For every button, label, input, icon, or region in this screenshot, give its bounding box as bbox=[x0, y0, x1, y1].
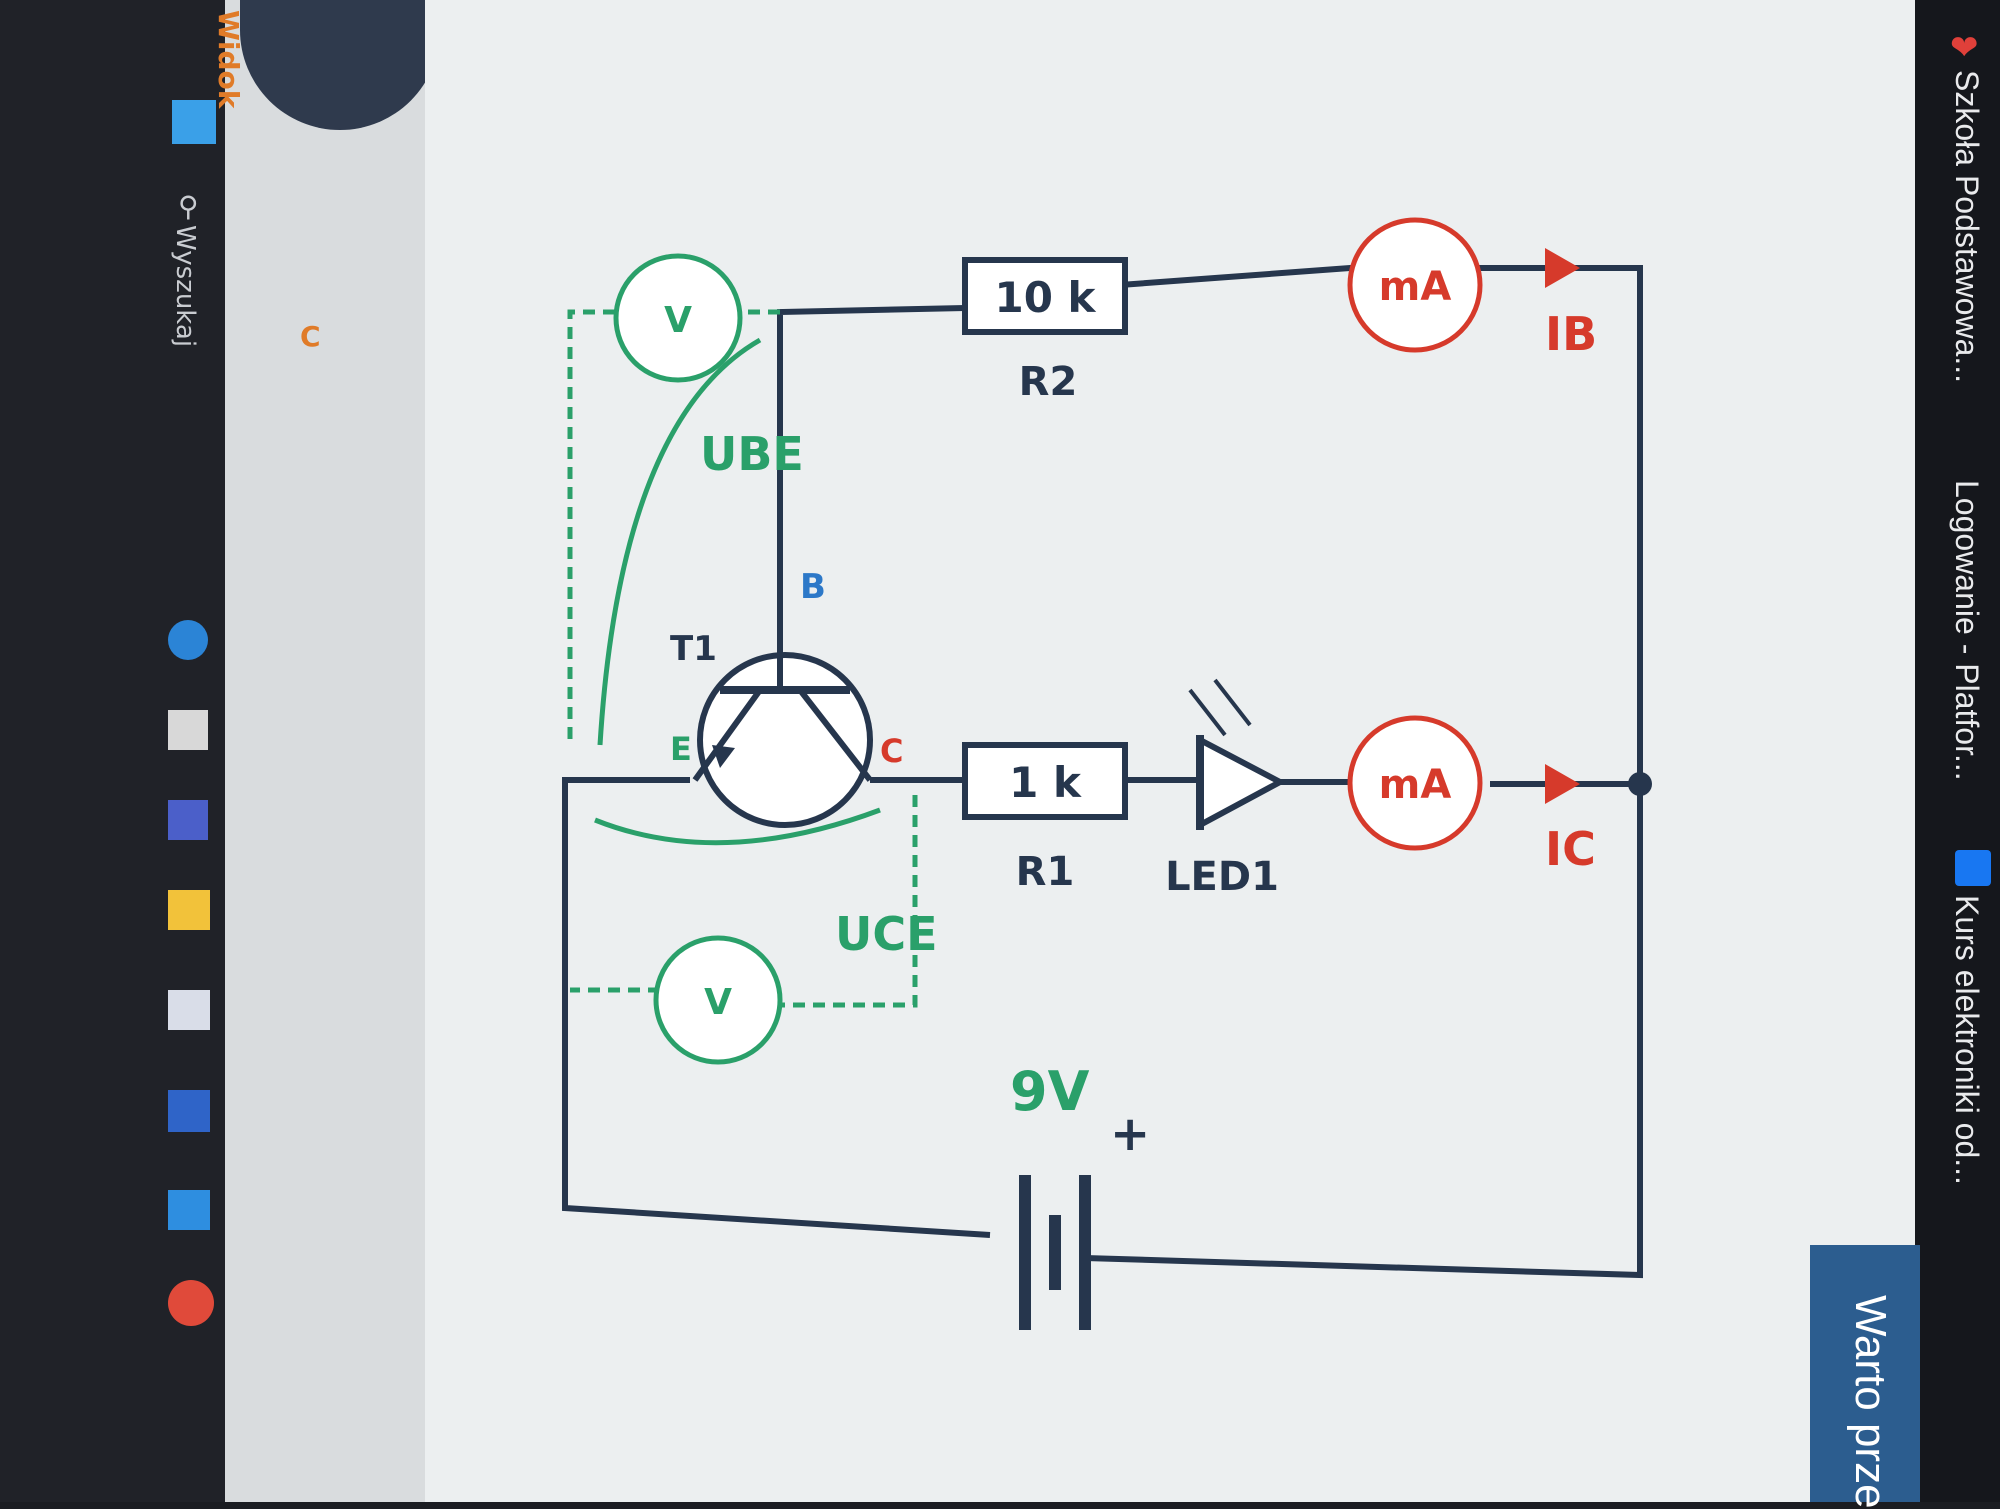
uce-label: UCE bbox=[835, 907, 938, 961]
ube-label: UBE bbox=[700, 427, 804, 481]
teams-icon[interactable] bbox=[168, 800, 208, 840]
battery-symbol bbox=[1019, 1175, 1091, 1330]
pin-e-label: E bbox=[670, 730, 692, 768]
pin-c-label: C bbox=[880, 732, 903, 770]
edge-icon[interactable] bbox=[168, 620, 208, 660]
ube-arrow bbox=[597, 337, 762, 746]
r1-resistor bbox=[962, 742, 1128, 820]
uce-arrow bbox=[594, 807, 881, 846]
ib-label: IB bbox=[1545, 307, 1597, 361]
voltmeter-ce bbox=[653, 935, 783, 1065]
search-icon[interactable]: ⚲ bbox=[178, 190, 199, 223]
ic-arrow-icon bbox=[1545, 764, 1580, 804]
r1-name: R1 bbox=[1016, 849, 1075, 895]
voltmeter-be-label: V bbox=[664, 300, 692, 341]
r1-value: 1 k bbox=[1009, 758, 1082, 807]
side-panel bbox=[225, 0, 425, 1502]
bookmarks-bar bbox=[1915, 0, 2000, 1502]
transistor-name: T1 bbox=[670, 629, 717, 669]
wire-emitter bbox=[562, 777, 991, 1238]
windows-start-icon[interactable] bbox=[172, 100, 216, 144]
r2-resistor bbox=[962, 257, 1128, 335]
ic-label: IC bbox=[1545, 822, 1596, 876]
taskbar bbox=[0, 0, 225, 1502]
pin-b-label: B bbox=[800, 567, 826, 607]
l-app-icon[interactable] bbox=[168, 1090, 210, 1132]
mail-icon[interactable] bbox=[168, 1190, 210, 1230]
r2-name: R2 bbox=[1019, 359, 1078, 405]
side-panel-letter: C bbox=[300, 320, 321, 353]
folder-icon[interactable] bbox=[168, 890, 210, 930]
ammeter-base bbox=[1347, 217, 1483, 353]
warto-button[interactable] bbox=[1810, 1245, 1920, 1502]
led-symbol bbox=[1188, 678, 1287, 831]
battery-voltage: 9V bbox=[1010, 1060, 1090, 1123]
r2-value: 10 k bbox=[994, 273, 1096, 322]
ammeter-collector-label: mA bbox=[1379, 762, 1452, 808]
ib-arrow-icon bbox=[1545, 248, 1580, 288]
chrome-icon[interactable] bbox=[168, 1280, 214, 1326]
facebook-icon[interactable] bbox=[1955, 850, 1991, 886]
ammeter-collector bbox=[1347, 715, 1483, 851]
battery-plus: + bbox=[1110, 1106, 1150, 1162]
ammeter-base-label: mA bbox=[1379, 264, 1452, 310]
junction-dot bbox=[1628, 772, 1652, 796]
bookmark-heart-icon[interactable]: ❤ bbox=[1950, 28, 1979, 68]
file-icon[interactable] bbox=[168, 710, 208, 750]
transistor-t1 bbox=[692, 650, 873, 828]
voltmeter-leads bbox=[567, 309, 918, 1008]
store-icon[interactable] bbox=[168, 990, 210, 1030]
voltmeter-ce-label: V bbox=[704, 982, 732, 1023]
led-name: LED1 bbox=[1165, 854, 1279, 900]
voltmeter-be bbox=[613, 253, 743, 383]
slide-canvas bbox=[425, 0, 1915, 1502]
